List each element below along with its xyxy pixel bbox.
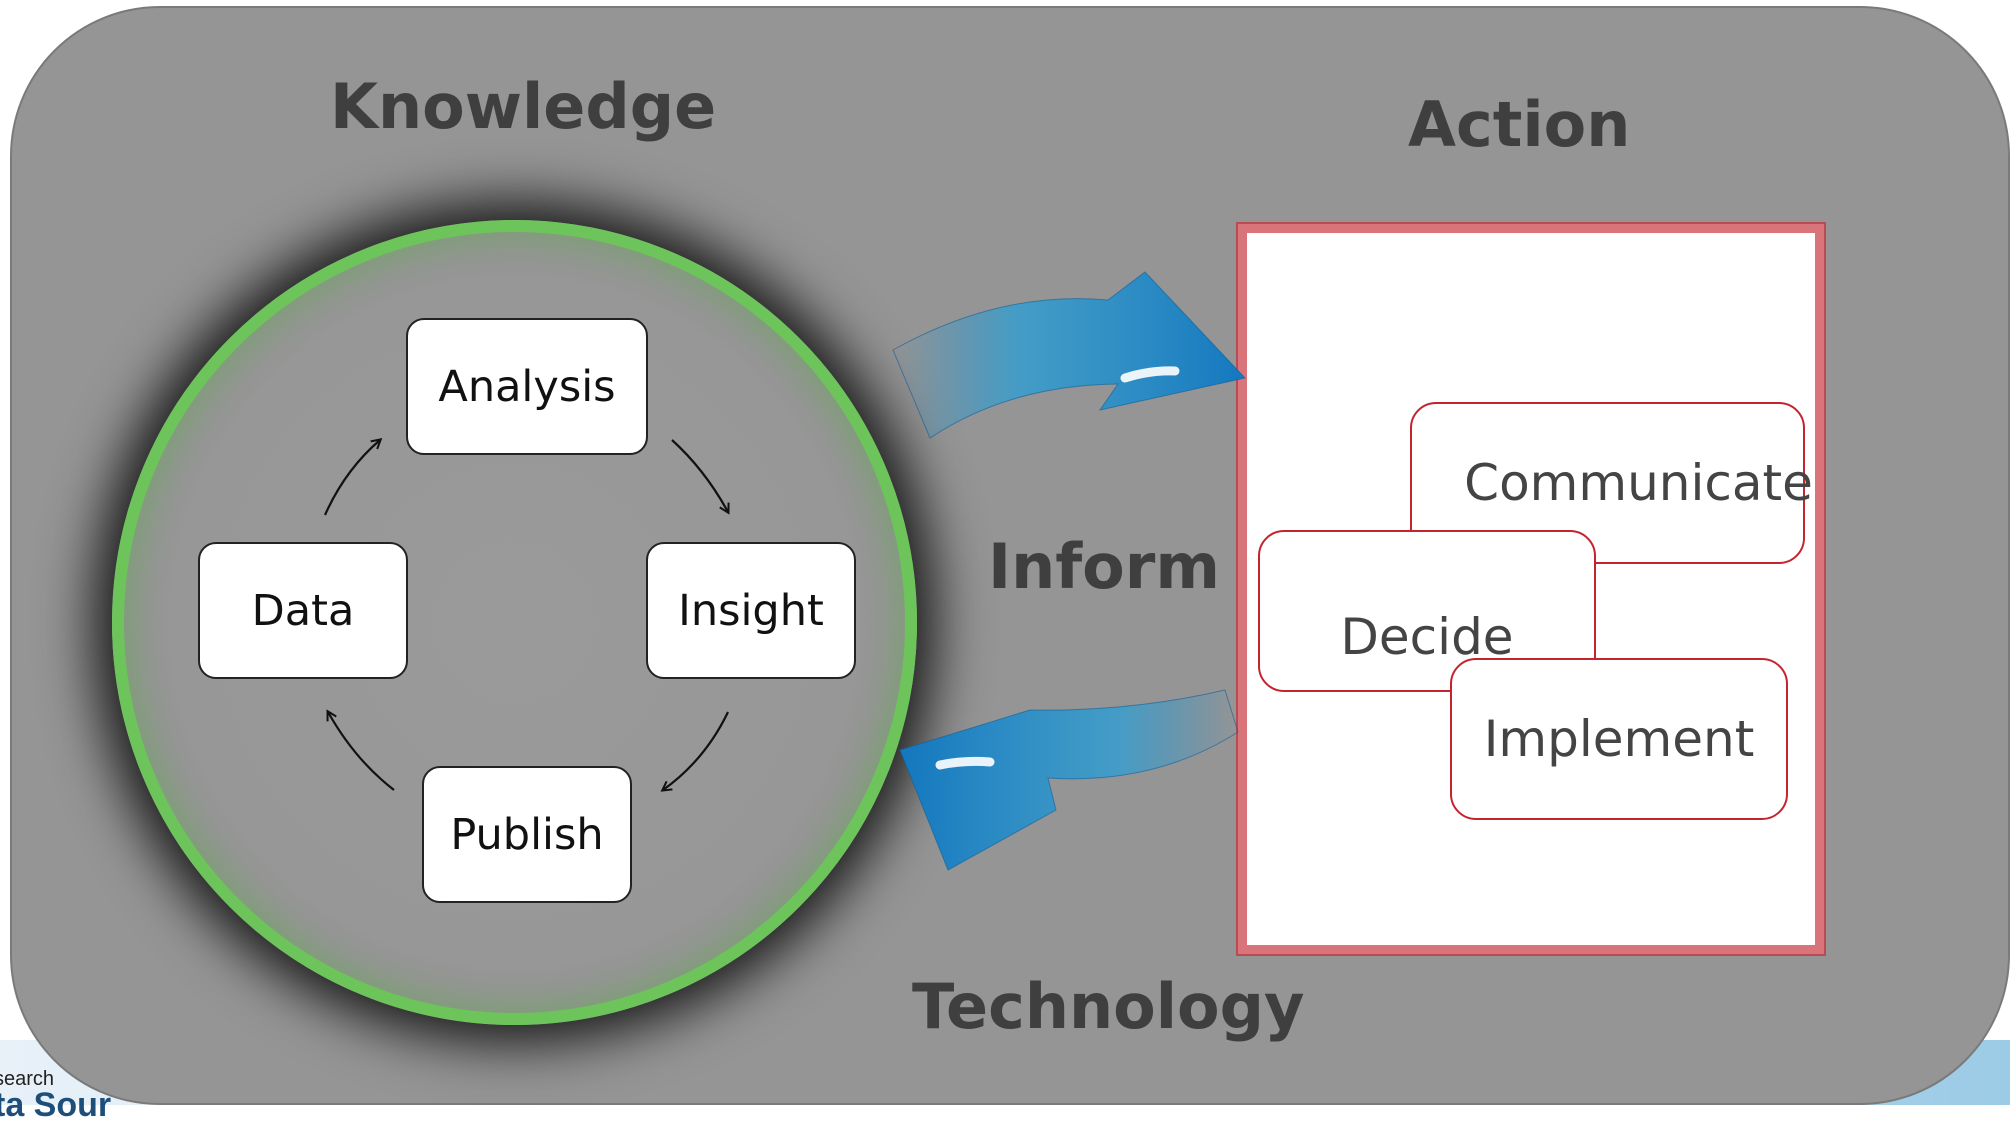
cycle-arrow-insight-to-publish: [663, 711, 729, 790]
action-heading: Action: [1408, 88, 1631, 161]
inform-label: Inform: [988, 530, 1220, 603]
cycle-node-publish: Publish: [422, 766, 632, 903]
technology-arrow-to-knowledge: [899, 689, 1239, 871]
cycle-node-analysis: Analysis: [406, 318, 648, 455]
technology-label: Technology: [912, 970, 1305, 1043]
banner-small-text: search: [0, 1068, 55, 1090]
card-decide: Decide: [1258, 530, 1596, 692]
cycle-arrow-analysis-to-insight: [671, 439, 728, 512]
cycle-node-insight: Insight: [646, 542, 856, 679]
cycle-arrow-data-to-analysis: [323, 440, 380, 516]
inform-arrow-to-action: [892, 271, 1246, 439]
card-implement: Implement: [1450, 658, 1788, 820]
knowledge-heading: Knowledge: [330, 70, 717, 143]
cycle-node-data: Data: [198, 542, 408, 679]
cycle-arrow-publish-to-data: [328, 712, 395, 791]
